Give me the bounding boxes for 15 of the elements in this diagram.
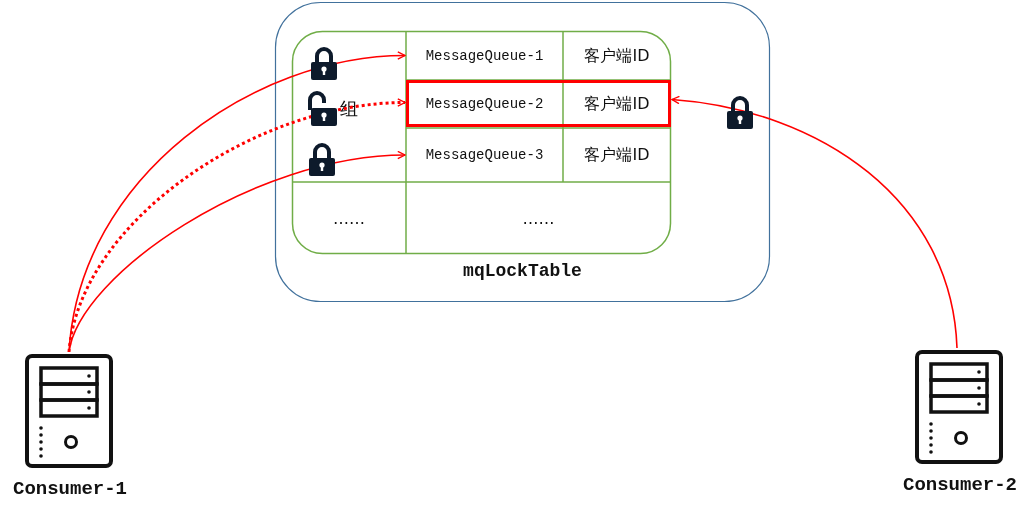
consumer-label: Consumer-1 — [12, 478, 128, 500]
ellipsis-text: …… — [521, 208, 556, 228]
client-id: 客户端ID — [583, 144, 651, 166]
queue-name: MessageQueue-2 — [424, 95, 545, 112]
container-title: mqLockTable — [462, 261, 583, 281]
arrow — [68, 151, 406, 353]
group-label: 组 — [340, 97, 358, 121]
client-id: 客户端ID — [583, 93, 651, 114]
queue-name: MessageQueue-3 — [424, 147, 545, 163]
ellipsis-text: …… — [332, 208, 366, 228]
client-id: 客户端ID — [583, 45, 651, 66]
dotted-arrow — [67, 98, 406, 353]
queue-name: MessageQueue-1 — [424, 47, 545, 64]
consumer-label: Consumer-2 — [902, 474, 1018, 496]
arrow — [671, 96, 958, 349]
